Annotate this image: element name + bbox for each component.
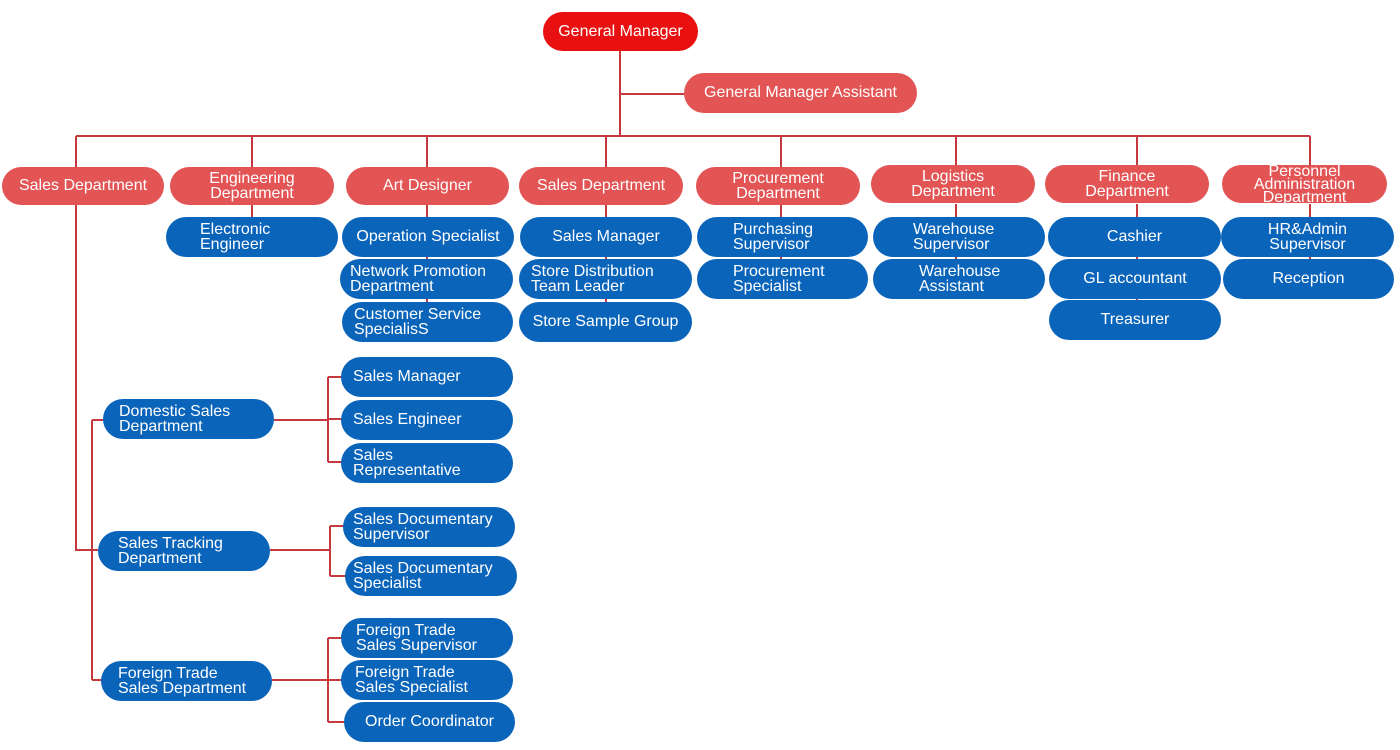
department-procurement: Procurement Department xyxy=(696,167,860,205)
role-sales-engineer: Sales Engineer xyxy=(341,400,513,440)
role-treasurer: Treasurer xyxy=(1049,300,1221,340)
department-art-designer: Art Designer xyxy=(346,167,509,205)
connector-group xyxy=(75,50,1311,723)
role-reception: Reception xyxy=(1223,259,1394,299)
sales-vertical xyxy=(75,204,98,551)
role-sales-representative: Sales Representative xyxy=(341,443,513,483)
role-gl-accountant: GL accountant xyxy=(1049,259,1221,299)
role-procurement-specialist: Procurement Specialist xyxy=(697,259,868,299)
role-foreign-trade-supervisor: Foreign Trade Sales Supervisor xyxy=(341,618,513,658)
role-order-coordinator: Order Coordinator xyxy=(344,702,515,742)
role-cashier: Cashier xyxy=(1048,217,1221,257)
role-store-sample-group: Store Sample Group xyxy=(519,302,692,342)
role-domestic-sales-manager: Sales Manager xyxy=(341,357,513,397)
role-electronic-engineer: Electronic Engineer xyxy=(166,217,338,257)
department-sales-2: Sales Department xyxy=(519,167,683,205)
role-foreign-trade-specialist: Foreign Trade Sales Specialist xyxy=(341,660,513,700)
role-network-promotion: Network Promotion Department xyxy=(340,259,513,299)
role-sales-documentary-specialist: Sales Documentary Specialist xyxy=(345,556,517,596)
department-personnel: Personnel Administration Department xyxy=(1222,165,1387,203)
subdepartment-domestic-sales: Domestic Sales Department xyxy=(103,399,274,439)
department-logistics: Logistics Department xyxy=(871,165,1035,203)
department-engineering: Engineering Department xyxy=(170,167,334,205)
role-purchasing-supervisor: Purchasing Supervisor xyxy=(697,217,868,257)
role-operation-specialist: Operation Specialist xyxy=(342,217,514,257)
role-customer-service: Customer Service SpecialisS xyxy=(342,302,513,342)
role-hr-admin-supervisor: HR&Admin Supervisor xyxy=(1221,217,1394,257)
role-sales-manager-column: Sales Manager xyxy=(520,217,692,257)
department-sales-1: Sales Department xyxy=(2,167,164,205)
general-manager-assistant-node: General Manager Assistant xyxy=(684,73,917,113)
subdepartment-sales-tracking: Sales Tracking Department xyxy=(98,531,270,571)
role-warehouse-supervisor: Warehouse Supervisor xyxy=(873,217,1045,257)
department-finance: Finance Department xyxy=(1045,165,1209,203)
role-warehouse-assistant: Warehouse Assistant xyxy=(873,259,1045,299)
role-store-distribution: Store Distribution Team Leader xyxy=(519,259,692,299)
subdepartment-foreign-trade: Foreign Trade Sales Department xyxy=(101,661,272,701)
general-manager-node: General Manager xyxy=(543,12,698,51)
role-sales-documentary-supervisor: Sales Documentary Supervisor xyxy=(343,507,515,547)
